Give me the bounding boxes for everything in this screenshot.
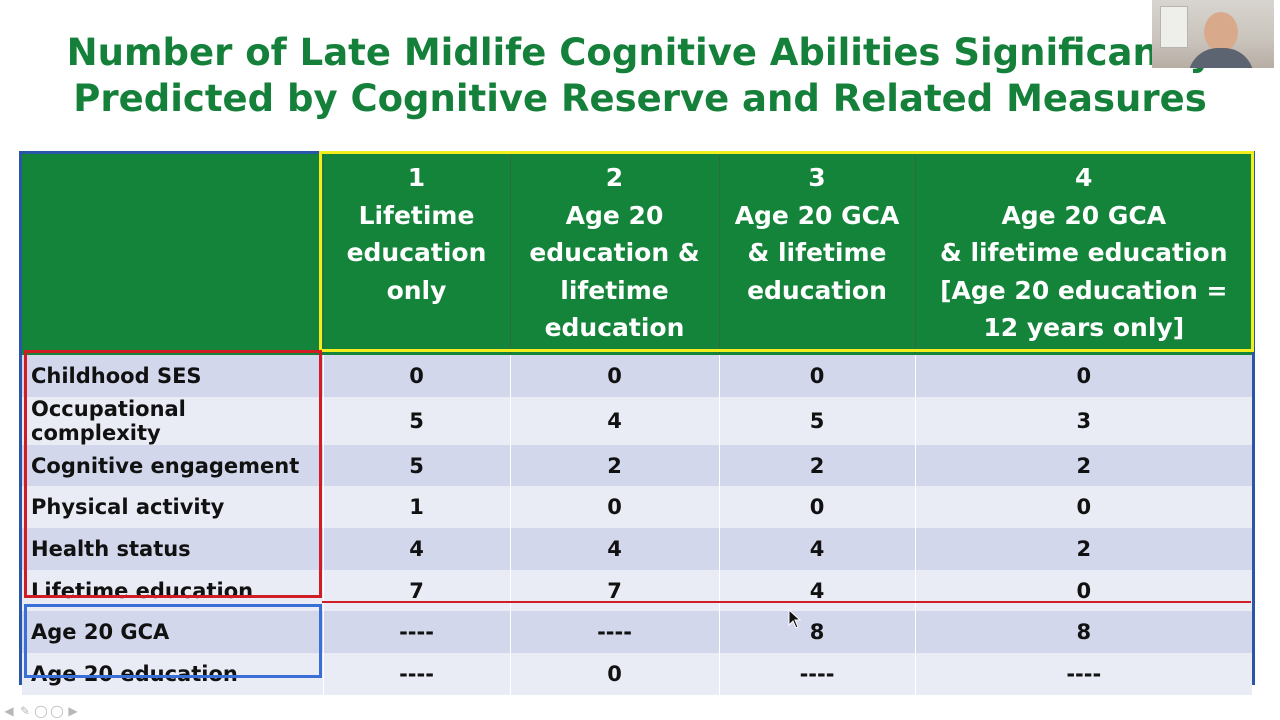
row-label: Occupational complexity [22, 396, 323, 445]
table-cell: 0 [914, 569, 1252, 612]
slide-title-line-1: Number of Late Midlife Cognitive Abiliti… [66, 31, 1214, 74]
table-cell: 1 [322, 486, 510, 529]
table-cell: 0 [509, 355, 719, 397]
table-cell: 7 [509, 569, 719, 612]
previous-icon[interactable]: ◀ [4, 704, 14, 718]
header-col-4: 4 Age 20 GCA & lifetime education [Age 2… [914, 154, 1252, 355]
table-cell: 5 [718, 396, 915, 445]
table-row: Cognitive engagement 5 2 2 2 [22, 444, 1252, 487]
header-corner [22, 154, 323, 355]
table-cell: ---- [718, 653, 915, 695]
table-cell: 2 [509, 444, 719, 487]
table-cell: 0 [322, 355, 510, 397]
table-row: Age 20 GCA ---- ---- 8 8 [22, 611, 1252, 654]
table-row: Childhood SES 0 0 0 0 [22, 355, 1252, 397]
table-cell: 4 [509, 528, 719, 570]
row-label: Age 20 GCA [22, 611, 323, 654]
table-cell: 0 [718, 486, 915, 529]
results-table: 1 Lifetime education only 2 Age 20 educa… [19, 151, 1255, 695]
table-cell: ---- [509, 611, 719, 654]
next-icon[interactable]: ▶ [68, 704, 78, 718]
header-col-3: 3 Age 20 GCA & lifetime education [718, 154, 915, 355]
table-cell: 0 [509, 486, 719, 529]
table-row: Occupational complexity 5 4 5 3 [22, 396, 1252, 445]
table-cell: 3 [914, 396, 1252, 445]
header-col-2: 2 Age 20 education & lifetime education [509, 154, 719, 355]
table-cell: 2 [718, 444, 915, 487]
table-cell: ---- [914, 653, 1252, 695]
row-label: Health status [22, 528, 323, 570]
table-row: Physical activity 1 0 0 0 [22, 486, 1252, 529]
table-cell: 7 [322, 569, 510, 612]
options-icon[interactable]: ◯ [50, 704, 64, 718]
table-cell: 0 [914, 355, 1252, 397]
slideshow-toolbar: ◀ ✎ ◯ ◯ ▶ [2, 704, 80, 718]
row-label: Childhood SES [22, 355, 323, 397]
row-label: Physical activity [22, 486, 323, 529]
presenter-webcam [1152, 0, 1274, 68]
row-label: Lifetime education [22, 569, 323, 612]
table-cell: 4 [322, 528, 510, 570]
table-cell: 0 [718, 355, 915, 397]
table-cell: 0 [509, 653, 719, 695]
table-row: Health status 4 4 4 2 [22, 528, 1252, 570]
results-table-grid: 1 Lifetime education only 2 Age 20 educa… [22, 154, 1252, 695]
table-cell: 2 [914, 444, 1252, 487]
mouse-cursor-icon [788, 609, 802, 629]
pen-icon[interactable]: ✎ [19, 704, 31, 718]
table-cell: ---- [322, 653, 510, 695]
row-label: Age 20 education [22, 653, 323, 695]
slide-title-line-2: Predicted by Cognitive Reserve and Relat… [73, 77, 1207, 120]
table-cell: 0 [914, 486, 1252, 529]
table-cell: 4 [509, 396, 719, 445]
slide-title: Number of Late Midlife Cognitive Abiliti… [0, 30, 1280, 122]
table-cell: 8 [914, 611, 1252, 654]
table-cell: ---- [322, 611, 510, 654]
table-cell: 8 [718, 611, 915, 654]
table-cell: 5 [322, 396, 510, 445]
table-cell: 4 [718, 528, 915, 570]
header-row: 1 Lifetime education only 2 Age 20 educa… [22, 154, 1252, 355]
table-cell: 2 [914, 528, 1252, 570]
table-cell: 4 [718, 569, 915, 612]
row-label: Cognitive engagement [22, 444, 323, 487]
header-col-1: 1 Lifetime education only [322, 154, 510, 355]
table-row: Lifetime education 7 7 4 0 [22, 569, 1252, 612]
table-row: Age 20 education ---- 0 ---- ---- [22, 653, 1252, 695]
zoom-icon[interactable]: ◯ [34, 704, 48, 718]
table-cell: 5 [322, 444, 510, 487]
